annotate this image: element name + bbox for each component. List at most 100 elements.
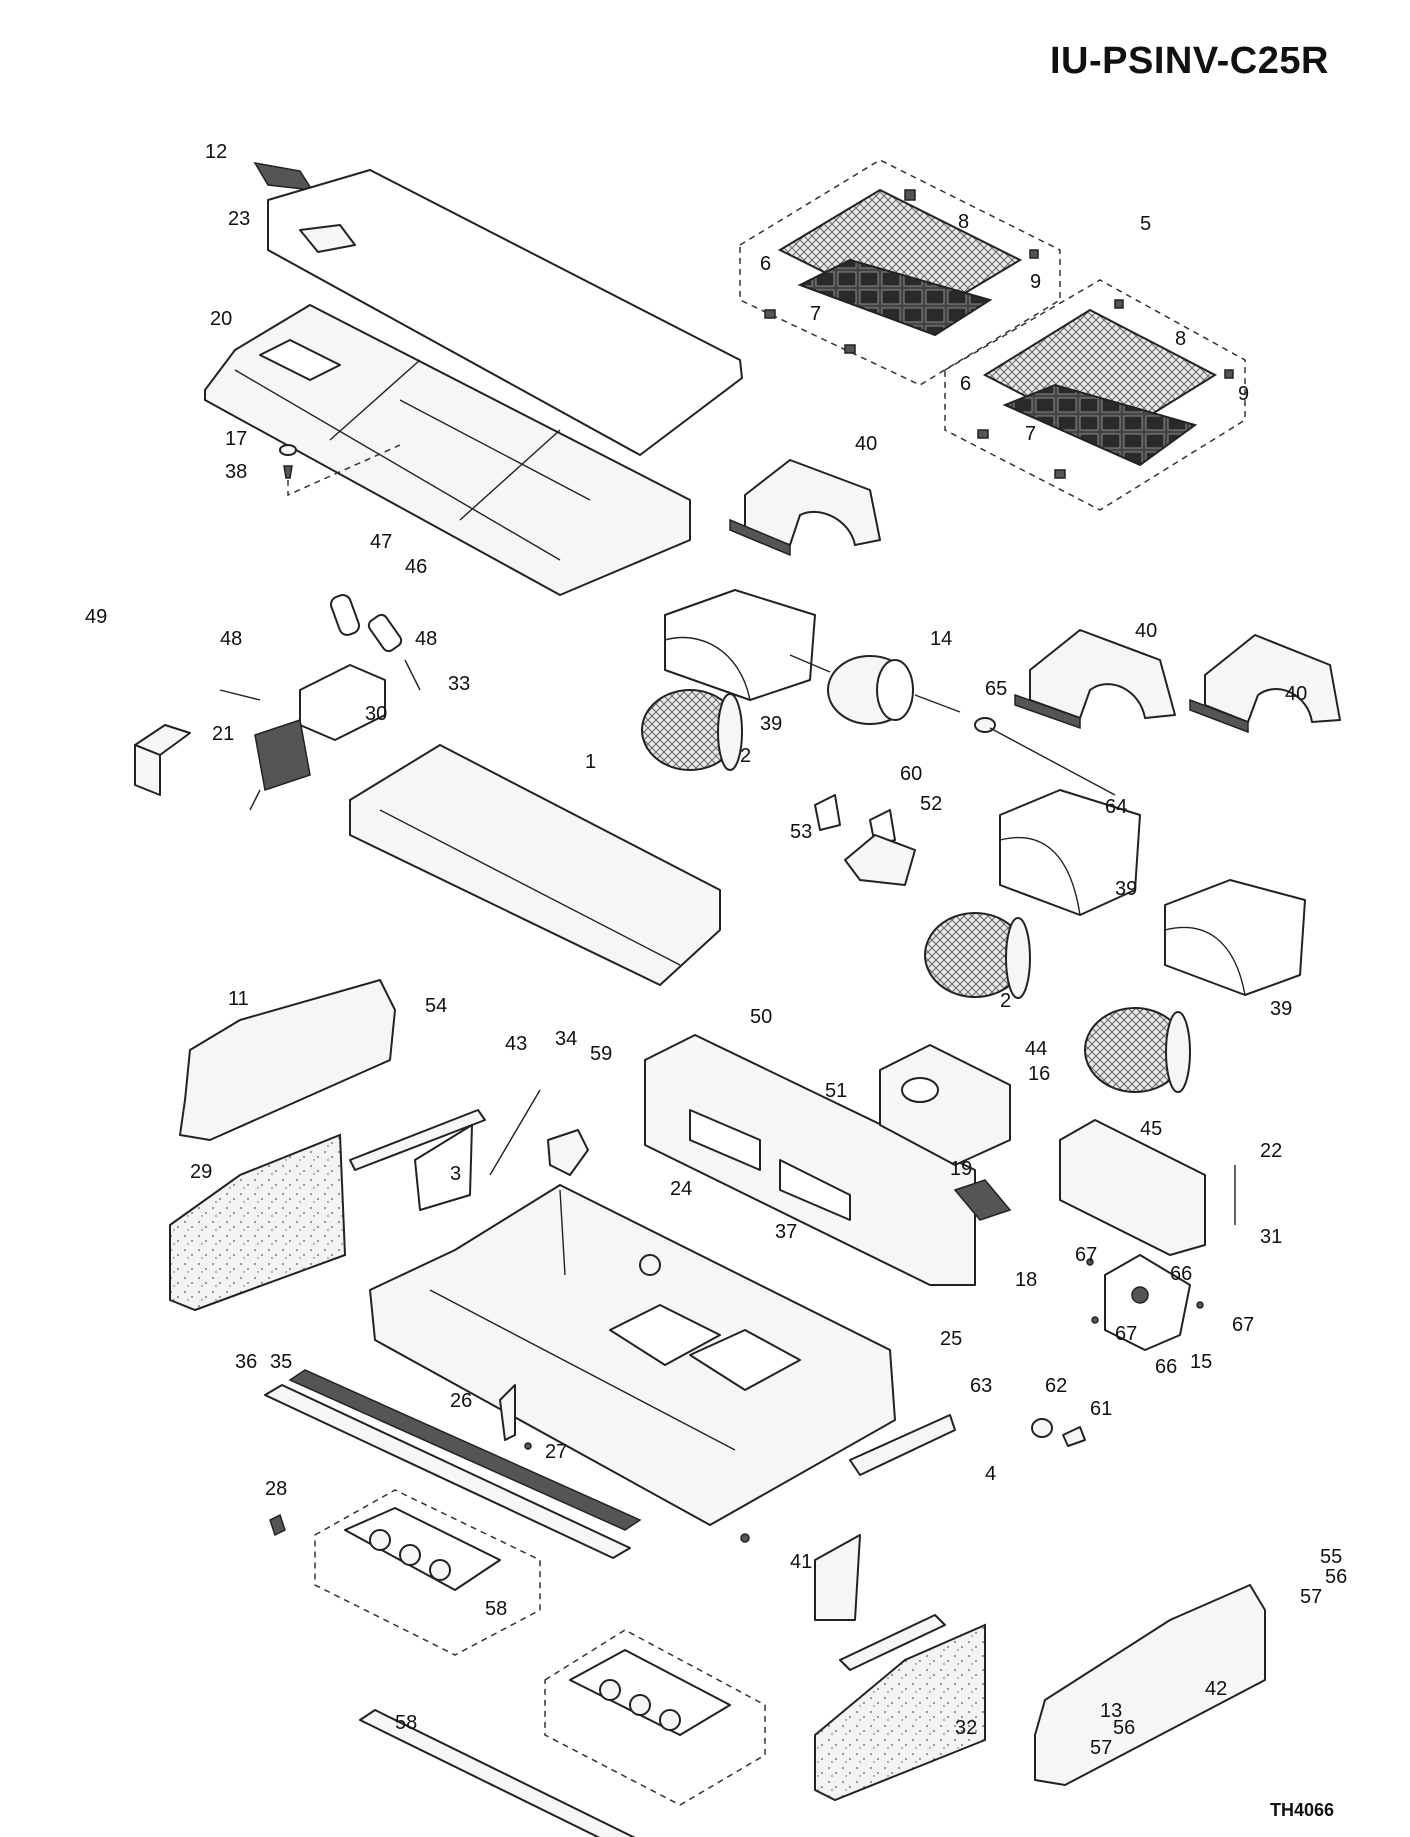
part-bottom-louver: [359, 1709, 636, 1837]
callout-number: 40: [1285, 683, 1307, 705]
callout-number: 1: [585, 751, 596, 773]
callout-number: 11: [228, 988, 249, 1010]
callout-number: 26: [450, 1390, 472, 1412]
part-louver-assembly-2: [544, 1629, 766, 1806]
callout-number: 6: [760, 253, 771, 275]
callout-number: 46: [405, 556, 427, 578]
callout-number: 47: [370, 531, 392, 553]
part-heat-exchanger: [349, 744, 721, 986]
callout-number: 3: [450, 1163, 461, 1185]
part-fan-casing-left: [664, 589, 816, 701]
part-top-panel: [267, 169, 743, 456]
part-fan-motor: [789, 654, 961, 725]
part-bracket-34: [547, 1129, 589, 1176]
callout-number: 15: [1190, 1351, 1212, 1373]
callout-number: 18: [1015, 1269, 1037, 1291]
callout-number: 21: [212, 723, 234, 745]
callout-number: 65: [985, 678, 1007, 700]
part-left-insulation: [169, 1133, 347, 1312]
part-screw-27: [524, 1442, 532, 1450]
part-screw-41: [740, 1533, 750, 1543]
part-plate-4: [814, 1534, 861, 1621]
part-fan-casing-mid: [999, 789, 1141, 916]
part-right-side-cover: [1034, 1584, 1266, 1786]
callout-number: 54: [425, 995, 447, 1017]
callout-number: 41: [790, 1551, 812, 1573]
part-right-insulation: [814, 1623, 986, 1802]
callout-number: 17: [225, 428, 247, 450]
part-control-box: [1059, 1119, 1236, 1256]
part-plate-3: [414, 1124, 473, 1211]
part-fan-wheel-2: [924, 912, 1031, 999]
part-scroll-housing-mid: [1014, 629, 1176, 730]
callout-number: 14: [930, 628, 952, 650]
part-mount-52: [844, 834, 916, 886]
callout-number: 8: [958, 211, 969, 233]
callout-number: 48: [220, 628, 242, 650]
part-scroll-housing-upper: [729, 459, 881, 557]
callout-number: 40: [855, 433, 877, 455]
part-rail-54: [349, 1109, 486, 1171]
part-clip-28: [269, 1513, 286, 1537]
callout-number: 23: [228, 208, 250, 230]
callout-number: 22: [1260, 1140, 1282, 1162]
callout-number: 31: [1260, 1226, 1282, 1248]
callout-number: 43: [505, 1033, 527, 1055]
callout-number: 27: [545, 1441, 567, 1463]
callout-number: 2: [740, 745, 751, 767]
callout-number: 32: [955, 1717, 977, 1739]
part-pcb: [1086, 1254, 1204, 1351]
callout-number: 28: [265, 1478, 287, 1500]
part-rail-35-36: [264, 1369, 642, 1559]
part-filter-assembly-lower: [944, 279, 1246, 511]
part-louver-assembly-1: [314, 1489, 541, 1656]
part-connector-61: [1062, 1426, 1086, 1447]
callout-number: 45: [1140, 1118, 1162, 1140]
callout-number: 34: [555, 1028, 577, 1050]
part-rail-55: [839, 1614, 946, 1671]
callout-number: 60: [900, 763, 922, 785]
part-capacitor-47: [330, 594, 360, 636]
callout-number: 33: [448, 673, 470, 695]
callout-number: 63: [970, 1375, 992, 1397]
callout-number: 56: [1325, 1566, 1347, 1588]
callout-number: 59: [590, 1043, 612, 1065]
callout-number: 7: [1025, 423, 1036, 445]
part-scroll-housing-right: [1189, 634, 1341, 734]
part-small-cover: [253, 161, 314, 191]
callout-number: 37: [775, 1221, 797, 1243]
part-front-frame: [204, 304, 691, 596]
callout-number: 40: [1135, 620, 1157, 642]
callout-number: 50: [750, 1006, 772, 1028]
callout-number: 6: [960, 373, 971, 395]
part-filter-assembly-upper: [739, 159, 1061, 386]
callout-number: 56: [1113, 1717, 1135, 1739]
callout-number: 58: [395, 1712, 417, 1734]
callout-number: 4: [985, 1463, 996, 1485]
callout-number: 36: [235, 1351, 257, 1373]
callout-number: 53: [790, 821, 812, 843]
callout-number: 38: [225, 461, 247, 483]
callout-number: 61: [1090, 1398, 1112, 1420]
callout-number: 62: [1045, 1375, 1067, 1397]
callout-number: 13: [1100, 1700, 1122, 1722]
callout-number: 39: [1270, 998, 1292, 1020]
callout-number: 44: [1025, 1038, 1047, 1060]
callout-number: 29: [190, 1161, 212, 1183]
callout-number: 2: [1000, 990, 1011, 1012]
part-terminal-block: [953, 1179, 1012, 1221]
part-fan-wheel-1: [641, 689, 743, 771]
callout-number: 25: [940, 1328, 962, 1350]
part-electrical-bracket: [219, 659, 421, 811]
part-drain-plate-51: [644, 1034, 976, 1286]
callout-number: 49: [85, 606, 107, 628]
part-cover-44: [879, 1044, 1011, 1166]
part-screw-cap: [279, 444, 401, 497]
model-title: IU-PSINV-C25R: [1050, 40, 1329, 82]
part-left-side-frame: [179, 979, 396, 1141]
part-base-chassis: [369, 1184, 896, 1526]
callout-number: 5: [1140, 213, 1151, 235]
callout-number: 8: [1175, 328, 1186, 350]
